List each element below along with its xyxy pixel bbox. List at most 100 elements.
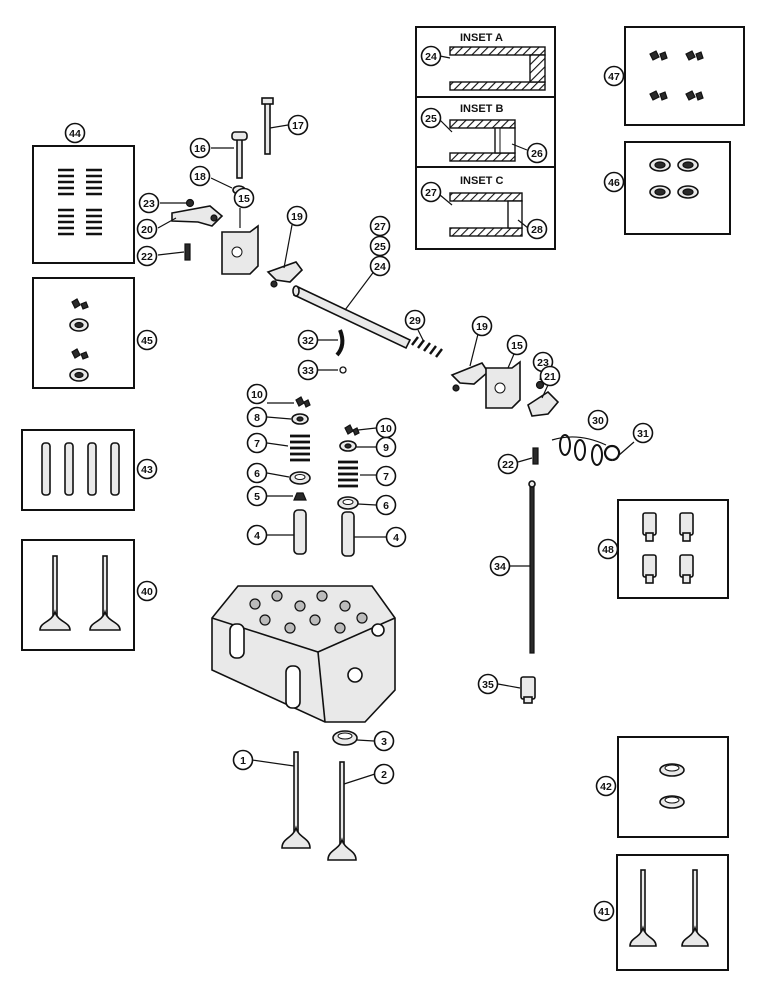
svg-text:47: 47 (608, 71, 620, 83)
callout-25: 25 (369, 235, 391, 257)
svg-text:34: 34 (494, 561, 506, 573)
callout-16: 16 (189, 137, 211, 159)
cylinder-head (211, 585, 396, 723)
callout-40: 40 (136, 580, 158, 602)
svg-text:6: 6 (254, 468, 260, 480)
box-46-valve-rotators (624, 141, 731, 235)
push-rod-34 (528, 480, 536, 654)
callout-15: 15 (233, 187, 255, 209)
inset-c-callout-28: 28 (526, 218, 548, 240)
callout-17: 17 (287, 114, 309, 136)
svg-text:48: 48 (602, 544, 614, 556)
svg-text:40: 40 (141, 586, 153, 598)
callout-42: 42 (595, 775, 617, 797)
callout-35: 35 (477, 673, 499, 695)
callout-7b: 7 (375, 465, 397, 487)
svg-text:41: 41 (598, 906, 610, 918)
svg-text:27: 27 (374, 221, 386, 233)
callout-44: 44 (64, 122, 86, 144)
box-43-valve-guides (21, 429, 135, 511)
callout-43: 43 (136, 458, 158, 480)
svg-text:15: 15 (238, 193, 250, 205)
svg-text:23: 23 (143, 198, 155, 210)
svg-text:25: 25 (374, 241, 386, 253)
svg-text:7: 7 (254, 438, 260, 450)
callout-10b: 10 (375, 417, 397, 439)
inset-a-title: INSET A (460, 32, 503, 44)
box-42-seat-inserts (617, 736, 729, 838)
callout-34: 34 (489, 555, 511, 577)
rocker-shaft (292, 285, 412, 350)
callout-6b: 6 (375, 494, 397, 516)
shaft-spring-29 (411, 336, 443, 358)
svg-text:32: 32 (302, 335, 314, 347)
callout-46: 46 (603, 171, 625, 193)
svg-text:7: 7 (383, 471, 389, 483)
callout-6: 6 (246, 462, 268, 484)
callout-4: 4 (246, 524, 268, 546)
callout-41: 41 (593, 900, 615, 922)
callout-45: 45 (136, 329, 158, 351)
svg-text:22: 22 (502, 459, 514, 471)
svg-text:25: 25 (425, 113, 437, 125)
callout-21: 21 (539, 365, 561, 387)
callout-24: 24 (369, 255, 391, 277)
inset-b-shaft-drawing (449, 119, 516, 162)
callout-9: 9 (375, 436, 397, 458)
inset-b-callout-26: 26 (526, 142, 548, 164)
inset-a-callout-24: 24 (420, 45, 442, 67)
svg-text:18: 18 (194, 171, 206, 183)
svg-text:29: 29 (409, 315, 421, 327)
inset-b-title: INSET B (460, 103, 503, 115)
valve-stack-left (289, 396, 311, 555)
callout-48: 48 (597, 538, 619, 560)
callout-20: 20 (136, 218, 158, 240)
svg-text:19: 19 (476, 321, 488, 333)
svg-text:28: 28 (531, 224, 543, 236)
svg-text:10: 10 (251, 389, 263, 401)
box-45-keeper-retainer-sets (32, 277, 135, 389)
callout-22: 22 (136, 245, 158, 267)
svg-text:17: 17 (292, 120, 304, 132)
inset-c-callout-27: 27 (420, 181, 442, 203)
callout-32: 32 (297, 329, 319, 351)
inset-a-shaft-drawing (449, 46, 546, 91)
oil-tube-32 (335, 329, 347, 374)
lifter-35 (520, 676, 536, 704)
box-40-intake-valves (21, 539, 135, 651)
callout-23: 23 (138, 192, 160, 214)
callout-30: 30 (587, 409, 609, 431)
callout-31: 31 (632, 422, 654, 444)
svg-text:26: 26 (531, 148, 543, 160)
callout-29: 29 (404, 309, 426, 331)
svg-text:19: 19 (291, 211, 303, 223)
callout-47: 47 (603, 65, 625, 87)
inset-panel: INSET A INSET B INSET C (415, 26, 556, 250)
svg-text:2: 2 (381, 769, 387, 781)
svg-text:22: 22 (141, 251, 153, 263)
callout-5: 5 (246, 485, 268, 507)
callout-19: 19 (286, 205, 308, 227)
svg-text:24: 24 (374, 261, 386, 273)
svg-text:23: 23 (537, 357, 549, 369)
callout-33: 33 (297, 359, 319, 381)
svg-text:44: 44 (69, 128, 81, 140)
callout-2: 2 (373, 763, 395, 785)
inset-c-title: INSET C (460, 175, 503, 187)
svg-text:33: 33 (302, 365, 314, 377)
svg-text:3: 3 (381, 736, 387, 748)
svg-text:42: 42 (600, 781, 612, 793)
callout-22b: 22 (497, 453, 519, 475)
callout-3: 3 (373, 730, 395, 752)
callout-4b: 4 (385, 526, 407, 548)
callout-19b: 19 (471, 315, 493, 337)
svg-text:15: 15 (511, 340, 523, 352)
callout-27: 27 (369, 215, 391, 237)
rocker-assembly-left (171, 97, 304, 288)
rocker-assembly-right (450, 360, 621, 466)
svg-text:9: 9 (383, 442, 389, 454)
callout-18: 18 (189, 165, 211, 187)
box-47-keepers (624, 26, 745, 126)
svg-text:5: 5 (254, 491, 260, 503)
